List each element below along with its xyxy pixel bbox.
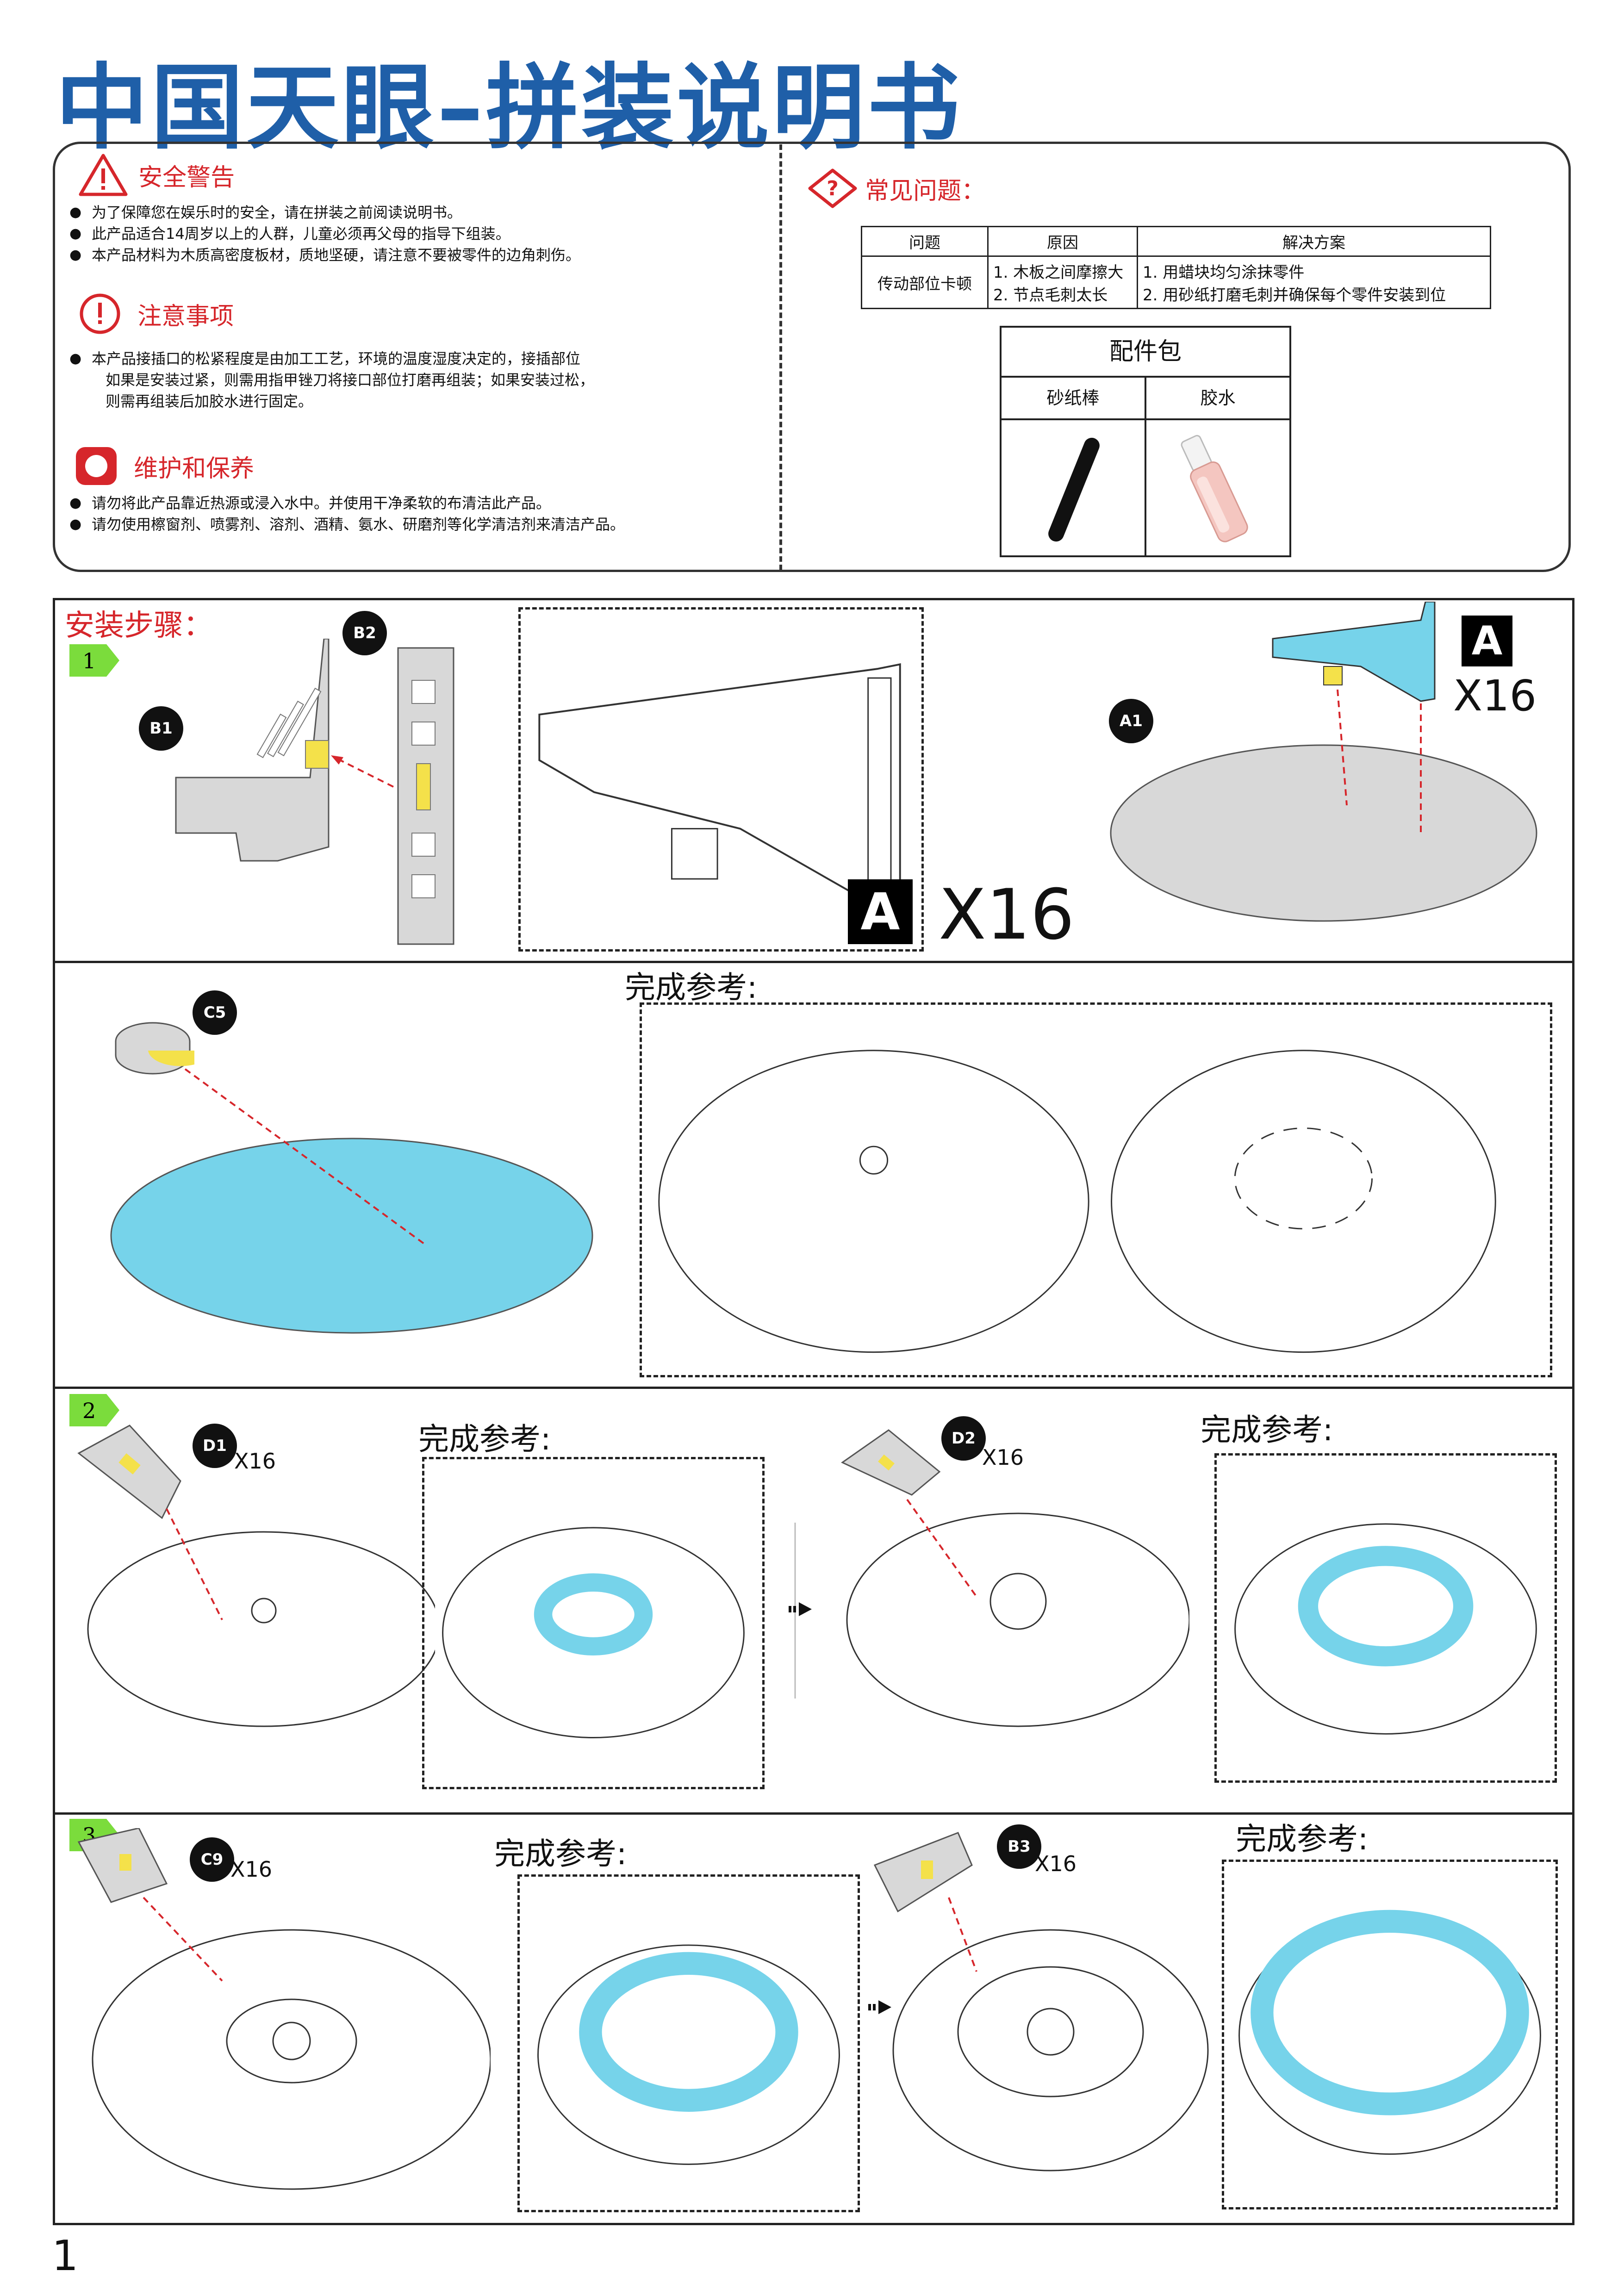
step2-left-drawing — [77, 1425, 435, 1727]
step3-left-drawing — [77, 1828, 491, 2190]
part-a-badge: A — [848, 879, 913, 944]
done-ref-label: 完成参考: — [418, 1421, 551, 1457]
part-d2-count: X16 — [982, 1445, 1024, 1470]
svg-text:?: ? — [827, 177, 839, 200]
faq-table: 问题 原因 解决方案 传动部位卡顿 1. 木板之间摩擦大 2. 节点毛刺太长 1… — [861, 226, 1491, 309]
accessory-label: 砂纸棒 — [1002, 378, 1146, 418]
reference-drawing — [658, 1050, 1496, 1353]
faq-solution: 1. 用蜡块均匀涂抹零件 — [1143, 263, 1305, 282]
maintenance-heading: 维护和保养 — [134, 454, 255, 483]
step3-reference-box-2 — [1222, 1860, 1558, 2209]
step-badge-2: 2 — [69, 1394, 119, 1426]
accessories-image-row — [1002, 420, 1289, 557]
notice-line: 如果是安装过紧，则需用指甲锉刀将接口部位打磨再组装；如果安装过松， — [106, 371, 595, 389]
part-label-d2: D2 — [941, 1416, 986, 1461]
info-panel — [53, 142, 1571, 572]
step-divider — [53, 1812, 1574, 1815]
faq-section: ? 常见问题： — [807, 168, 985, 209]
step-divider — [53, 1387, 1574, 1389]
faq-cause: 1. 木板之间摩擦大 — [993, 263, 1124, 282]
reference-drawing — [442, 1527, 745, 1738]
reference-drawing — [1238, 1910, 1541, 2155]
maintenance-list: 请勿将此产品靠近热源或浸入水中。并使用干净柔软的布清洁此产品。 请勿使用檫窗剂、… — [69, 492, 625, 535]
safety-item: 本产品材料为木质高密度板材，质地坚硬，请注意不要被零件的边角刺伤。 — [69, 244, 580, 266]
step-divider — [53, 961, 1574, 963]
notice-heading: 注意事项 — [137, 302, 234, 330]
sanding-stick-image — [1002, 420, 1146, 557]
panel-divider — [779, 144, 782, 570]
accessories-label-row: 砂纸棒 胶水 — [1002, 378, 1289, 420]
safety-list: 为了保障您在娱乐时的安全，请在拼装之前阅读说明书。 此产品适合14周岁以上的人群… — [69, 202, 580, 266]
step2-reference-box-1 — [422, 1457, 765, 1789]
step3-reference-box-1 — [517, 1874, 860, 2212]
step1-parts-drawing — [175, 639, 454, 945]
part-label-d1: D1 — [193, 1424, 237, 1468]
step-arrow-icon — [789, 1523, 812, 1699]
part-label-b2: B2 — [342, 611, 387, 655]
notice-section: 注意事项 — [78, 292, 234, 336]
exclamation-circle-icon — [80, 293, 120, 334]
part-label-c5: C5 — [193, 990, 237, 1035]
part-c9-count: X16 — [230, 1857, 273, 1882]
faq-causes: 1. 木板之间摩擦大 2. 节点毛刺太长 — [987, 255, 1138, 309]
faq-solutions: 1. 用蜡块均匀涂抹零件 2. 用砂纸打磨毛刺并确保每个零件安装到位 — [1137, 255, 1491, 309]
part-label-a1: A1 — [1109, 699, 1153, 743]
step1-disk-drawing — [1110, 602, 1537, 922]
notice-text: 本产品接插口的松紧程度是由加工工艺，环境的温度湿度决定的，接插部位 如果是安装过… — [69, 348, 594, 412]
step2-right-drawing — [841, 1429, 1189, 1727]
step3-right-drawing — [873, 1832, 1209, 2172]
part-label-b1: B1 — [139, 706, 183, 751]
done-ref-label: 完成参考: — [1201, 1412, 1333, 1448]
notice-line: 本产品接插口的松紧程度是由加工工艺，环境的温度湿度决定的，接插部位 — [69, 348, 594, 369]
notice-line: 则需再组装后加胶水进行固定。 — [106, 392, 313, 410]
safety-heading: 安全警告 — [138, 163, 235, 192]
maintenance-icon — [76, 447, 117, 485]
warning-triangle-icon — [79, 154, 128, 196]
accessory-label: 胶水 — [1200, 388, 1236, 408]
accessories-box: 配件包 砂纸棒 胶水 — [1000, 326, 1291, 557]
accessories-heading: 配件包 — [1002, 328, 1289, 378]
faq-header: 问题 — [861, 226, 989, 257]
safety-section: 安全警告 — [78, 153, 235, 197]
part-a-count-small: X16 — [1453, 671, 1537, 721]
safety-item: 此产品适合14周岁以上的人群，儿童必须再父母的指导下组装。 — [69, 223, 580, 244]
faq-cause: 2. 节点毛刺太长 — [993, 286, 1108, 305]
faq-heading: 常见问题： — [865, 177, 986, 205]
glue-bottle-image — [1146, 420, 1289, 557]
faq-header: 解决方案 — [1137, 226, 1491, 257]
done-ref-label: 完成参考: — [1236, 1821, 1369, 1857]
step1b-disk-drawing — [110, 1022, 593, 1334]
step-arrow-icon — [868, 2000, 891, 2014]
maintenance-item: 请勿将此产品靠近热源或浸入水中。并使用干净柔软的布清洁此产品。 — [69, 492, 625, 514]
question-diamond-icon: ? — [808, 168, 857, 208]
faq-solution: 2. 用砂纸打磨毛刺并确保每个零件安装到位 — [1143, 286, 1446, 305]
step2-reference-box-2 — [1214, 1453, 1557, 1783]
steps-frame — [53, 598, 1574, 2225]
steps-heading: 安装步骤： — [65, 609, 213, 643]
part-a-badge-small: A — [1462, 616, 1512, 666]
step-number: 2 — [82, 1398, 96, 1423]
part-b3-count: X16 — [1035, 1851, 1077, 1876]
done-ref-label: 完成参考: — [625, 970, 758, 1005]
step-number: 1 — [82, 648, 96, 673]
part-label-b3: B3 — [997, 1824, 1041, 1869]
part-label-c9: C9 — [190, 1837, 234, 1882]
faq-problem: 传动部位卡顿 — [861, 255, 989, 309]
safety-item: 为了保障您在娱乐时的安全，请在拼装之前阅读说明书。 — [69, 202, 580, 223]
faq-header: 原因 — [987, 226, 1138, 257]
page-title: 中国天眼–拼装说明书 — [56, 54, 963, 162]
reference-drawing — [537, 1944, 840, 2165]
part-d1-count: X16 — [234, 1449, 276, 1474]
step1-assembled-preview — [518, 607, 924, 952]
page-number: 1 — [52, 2232, 79, 2280]
done-ref-label: 完成参考: — [494, 1836, 627, 1872]
step1b-reference-box — [640, 1002, 1552, 1377]
part-a-count: X16 — [939, 875, 1075, 955]
maintenance-section: 维护和保养 — [74, 445, 254, 487]
step-badge-1: 1 — [69, 644, 119, 677]
maintenance-item: 请勿使用檫窗剂、喷雾剂、溶剂、酒精、氨水、研磨剂等化学清洁剂来清洁产品。 — [69, 514, 625, 535]
reference-drawing — [1234, 1523, 1537, 1735]
